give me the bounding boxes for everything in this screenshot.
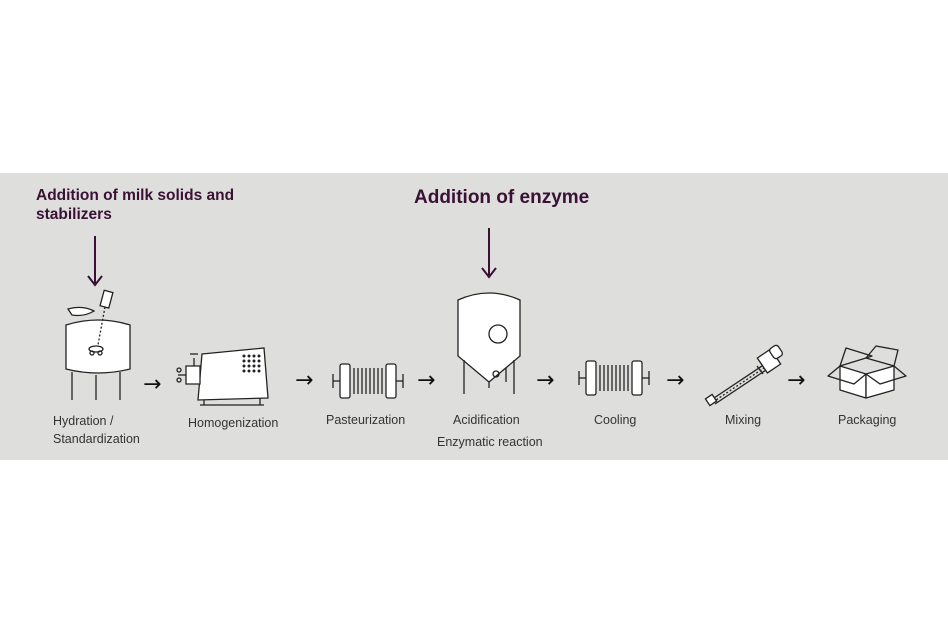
callout-milk-solids: Addition of milk solids and stabilizers bbox=[36, 187, 235, 223]
callout-arrow-enzyme bbox=[479, 228, 501, 280]
step-label-pasteurization: Pasteurization bbox=[326, 413, 406, 427]
callout-arrow-left bbox=[85, 236, 107, 288]
step-label-acidification: Acidification bbox=[453, 413, 520, 427]
step-label-packaging: Packaging bbox=[838, 413, 897, 427]
step-label-homogenization: Homogenization bbox=[188, 416, 279, 430]
step-label-hydration: Hydration / bbox=[53, 414, 114, 428]
callout-enzyme: Addition of enzyme bbox=[414, 187, 590, 208]
flow-arrow: → bbox=[536, 368, 555, 393]
mixing-tank-icon bbox=[58, 287, 138, 405]
flow-arrow: → bbox=[295, 368, 314, 393]
step-label-enzymatic-reaction: Enzymatic reaction bbox=[437, 435, 543, 449]
heat-exchanger-icon bbox=[578, 359, 650, 397]
homogenizer-icon bbox=[176, 344, 274, 406]
flow-arrow: → bbox=[417, 368, 436, 393]
step-label-cooling: Cooling bbox=[594, 413, 637, 427]
inline-mixer-icon bbox=[705, 342, 785, 406]
flow-arrow: → bbox=[787, 368, 806, 393]
heat-exchanger-icon bbox=[332, 362, 404, 400]
step-label-standardization: Standardization bbox=[53, 432, 140, 446]
step-label-mixing: Mixing bbox=[725, 413, 762, 427]
flow-arrow: → bbox=[666, 368, 685, 393]
box-icon bbox=[826, 344, 908, 400]
flow-arrow: → bbox=[143, 372, 162, 397]
fermentation-tank-icon bbox=[456, 288, 522, 396]
